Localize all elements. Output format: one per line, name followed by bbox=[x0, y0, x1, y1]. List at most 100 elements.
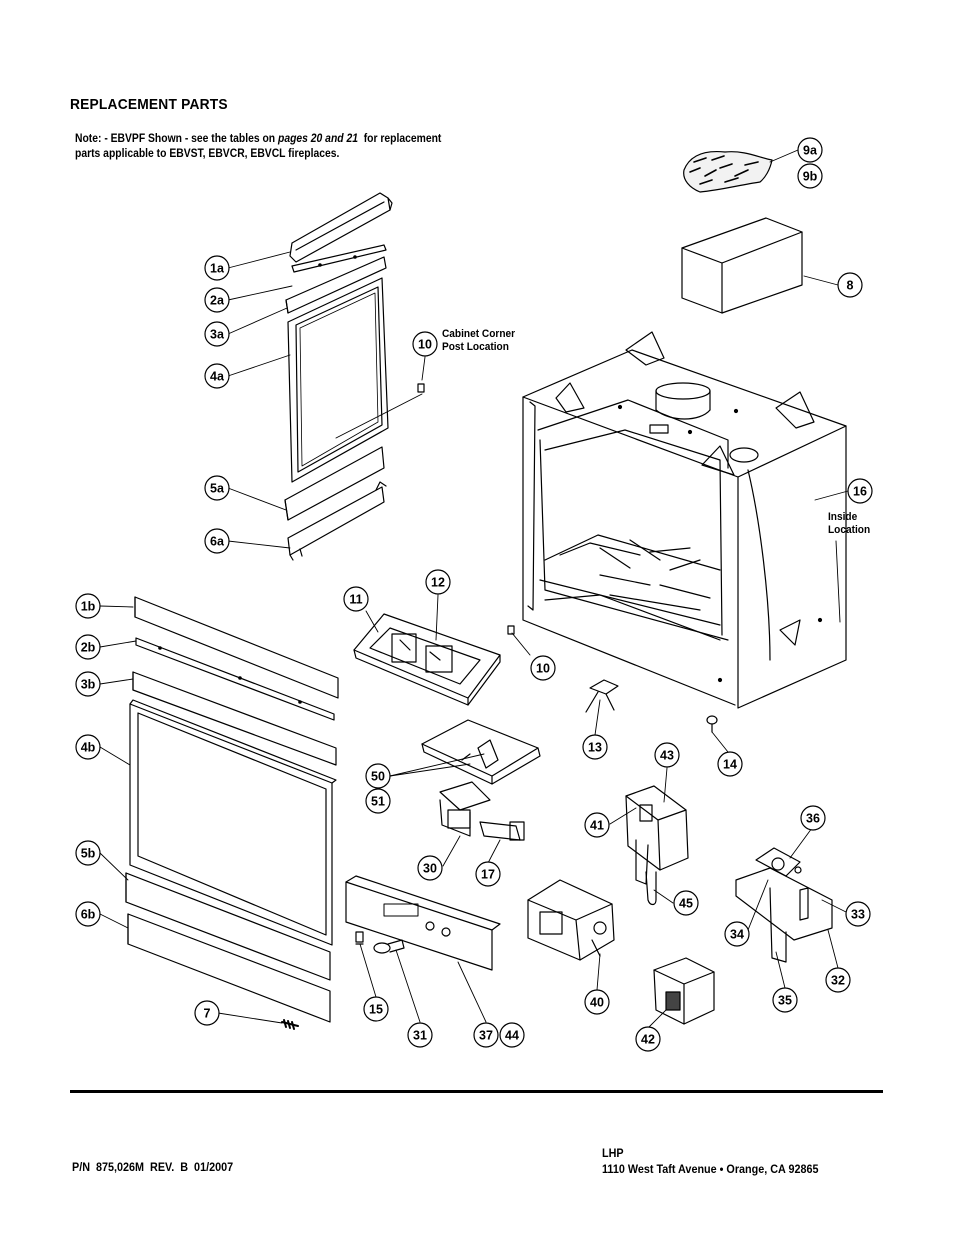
callout-32-circle bbox=[825, 967, 851, 993]
bar-3a-drawing bbox=[285, 256, 387, 314]
callout-4a-circle bbox=[204, 363, 230, 389]
callout-42-circle bbox=[635, 1026, 661, 1052]
page-title: REPLACEMENT PARTS bbox=[70, 96, 228, 113]
burner-bracket-drawing bbox=[735, 847, 833, 963]
callout-5a-circle bbox=[204, 475, 230, 501]
callout-1b: 1b bbox=[81, 600, 96, 614]
callout-6a: 6a bbox=[210, 535, 225, 549]
callout-42: 42 bbox=[641, 1033, 655, 1047]
callout-5b-circle bbox=[75, 840, 101, 866]
inside-location-annotation: Inside Location bbox=[828, 511, 870, 537]
callout-32: 32 bbox=[831, 974, 845, 988]
callout-9b-circle bbox=[797, 163, 823, 189]
door-frame-4b-drawing bbox=[129, 699, 337, 946]
callout-45-circle bbox=[673, 890, 699, 916]
callout-14: 14 bbox=[723, 758, 737, 772]
cabinet-corner-line1: Cabinet Corner bbox=[442, 328, 516, 340]
callout-10-lower-circle bbox=[530, 655, 556, 681]
callout-31: 31 bbox=[413, 1029, 427, 1043]
callout-35: 35 bbox=[778, 994, 792, 1008]
callout-37: 37 bbox=[479, 1029, 493, 1043]
callout-1a: 1a bbox=[210, 262, 225, 276]
bar-5b-drawing bbox=[125, 872, 331, 981]
part-number: P/N 875,026M REV. B 01/2007 bbox=[72, 1160, 234, 1174]
callout-51: 51 bbox=[371, 795, 385, 809]
inside-line2: Location bbox=[828, 524, 871, 536]
callout-17-circle bbox=[475, 861, 501, 887]
callout-40: 40 bbox=[590, 996, 604, 1010]
callouts bbox=[75, 137, 873, 1052]
callout-10-lower: 10 bbox=[536, 662, 550, 676]
callout-12: 12 bbox=[431, 576, 445, 590]
callout-1b-circle bbox=[75, 593, 101, 619]
bar-3b-drawing bbox=[132, 671, 337, 766]
note-line2: parts applicable to EBVST, EBVCR, EBVCL … bbox=[75, 148, 340, 160]
callout-41: 41 bbox=[590, 819, 604, 833]
callout-33-circle bbox=[845, 901, 871, 927]
door-frame-4a-drawing bbox=[287, 277, 389, 483]
callout-7-circle bbox=[194, 1000, 220, 1026]
callout-50-circle bbox=[365, 763, 391, 789]
strip-2a-drawing bbox=[291, 244, 387, 273]
switch-15-drawing bbox=[355, 931, 364, 945]
callout-2a: 2a bbox=[210, 294, 225, 308]
callout-4b-circle bbox=[75, 734, 101, 760]
callout-10-upper-circle bbox=[412, 331, 438, 357]
callout-5b: 5b bbox=[81, 847, 96, 861]
callout-44: 44 bbox=[505, 1029, 519, 1043]
firebox-cabinet-drawing bbox=[522, 331, 847, 709]
callout-13-circle bbox=[582, 734, 608, 760]
callout-43-circle bbox=[654, 742, 680, 768]
callout-2b: 2b bbox=[81, 641, 96, 655]
callout-7: 7 bbox=[204, 1007, 211, 1021]
callout-9a: 9a bbox=[803, 144, 818, 158]
spring-7-drawing bbox=[281, 1019, 299, 1030]
company-address: 1110 West Taft Avenue • Orange, CA 92865 bbox=[602, 1162, 819, 1176]
callout-36-circle bbox=[800, 805, 826, 831]
trim-1b-drawing bbox=[134, 596, 339, 699]
callout-34-circle bbox=[724, 921, 750, 947]
callout-4a: 4a bbox=[210, 370, 225, 384]
callout-14-circle bbox=[717, 751, 743, 777]
clip-13-drawing bbox=[585, 679, 619, 713]
callout-51-circle bbox=[365, 788, 391, 814]
callout-30: 30 bbox=[423, 862, 437, 876]
valve-bracket-drawing bbox=[421, 719, 541, 841]
callout-9b: 9b bbox=[803, 170, 818, 184]
callout-1a-circle bbox=[204, 255, 230, 281]
callout-41-circle bbox=[584, 812, 610, 838]
part-10-upper-drawing bbox=[417, 383, 425, 393]
callout-9a-circle bbox=[797, 137, 823, 163]
callout-11-circle bbox=[343, 586, 369, 612]
inside-line1: Inside bbox=[828, 511, 858, 523]
callout-6b: 6b bbox=[81, 908, 96, 922]
log-box-drawing bbox=[681, 217, 803, 314]
callout-15-circle bbox=[363, 996, 389, 1022]
callout-50: 50 bbox=[371, 770, 385, 784]
note-line1-end: for replacement bbox=[357, 133, 442, 145]
callout-16-circle bbox=[847, 478, 873, 504]
callout-3a-circle bbox=[204, 321, 230, 347]
callout-45: 45 bbox=[679, 897, 693, 911]
pilot-assembly-drawing bbox=[625, 785, 689, 906]
bracket-6a-drawing bbox=[287, 481, 387, 561]
callout-40-circle bbox=[584, 989, 610, 1015]
screw-14-drawing bbox=[706, 715, 718, 733]
callout-35-circle bbox=[772, 987, 798, 1013]
callout-3a: 3a bbox=[210, 328, 225, 342]
callout-33: 33 bbox=[851, 908, 865, 922]
callout-2b-circle bbox=[75, 634, 101, 660]
bar-6b-drawing bbox=[127, 913, 331, 1023]
bar-5a-drawing bbox=[284, 446, 385, 521]
callout-36: 36 bbox=[806, 812, 820, 826]
strip-2b-drawing bbox=[135, 637, 335, 721]
callout-13: 13 bbox=[588, 741, 602, 755]
top-trim-1a-drawing bbox=[289, 192, 393, 263]
cabinet-corner-line2: Post Location bbox=[442, 341, 509, 353]
callout-31-circle bbox=[407, 1022, 433, 1048]
ember-material-drawing bbox=[683, 150, 773, 193]
gas-valve-40-drawing bbox=[527, 879, 615, 961]
callout-6b-circle bbox=[75, 901, 101, 927]
note-pages-reference: pages 20 and 21 bbox=[278, 133, 358, 145]
